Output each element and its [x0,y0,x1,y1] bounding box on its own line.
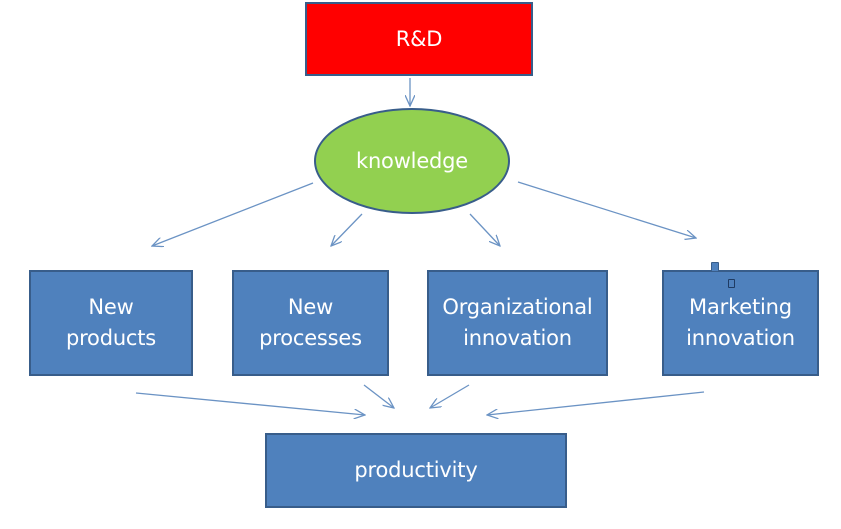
new-products-box: New products [29,270,193,376]
new-processes-label-line-1: New [287,295,334,319]
shape-handle-marker [711,262,719,272]
productivity-box: productivity [265,433,567,508]
marketing-innovation-label-line-2: innovation [686,326,795,350]
productivity-label: productivity [354,458,478,482]
organizational-innovation-label-line-1: Organizational [442,295,593,319]
organizational-innovation-label-line-2: innovation [463,326,572,350]
marketing-innovation-box: Marketing innovation [662,270,819,376]
arrow-knowledge-to-organizational-innovation [469,213,500,246]
knowledge-label: knowledge [355,148,469,173]
arrow-knowledge-to-marketing-innovation [517,181,696,238]
rd-box: R&D [305,2,533,76]
arrow-knowledge-to-new-processes [331,213,363,246]
rd-label: R&D [395,26,443,51]
arrow-marketing-innovation-to-productivity [487,391,705,415]
arrow-new-products-to-productivity [135,392,365,415]
knowledge-ellipse: knowledge [314,108,510,214]
arrow-organizational-innovation-to-productivity [430,384,470,408]
arrow-new-processes-to-productivity [363,384,394,408]
new-processes-label-line-2: processes [259,326,362,350]
shape-handle-marker-outline [728,279,735,288]
arrow-knowledge-to-new-products [152,182,314,246]
marketing-innovation-label-line-1: Marketing [689,295,792,319]
organizational-innovation-box: Organizational innovation [427,270,608,376]
new-products-label-line-2: products [65,326,157,350]
new-products-label-line-1: New [88,295,134,319]
new-processes-box: New processes [232,270,389,376]
